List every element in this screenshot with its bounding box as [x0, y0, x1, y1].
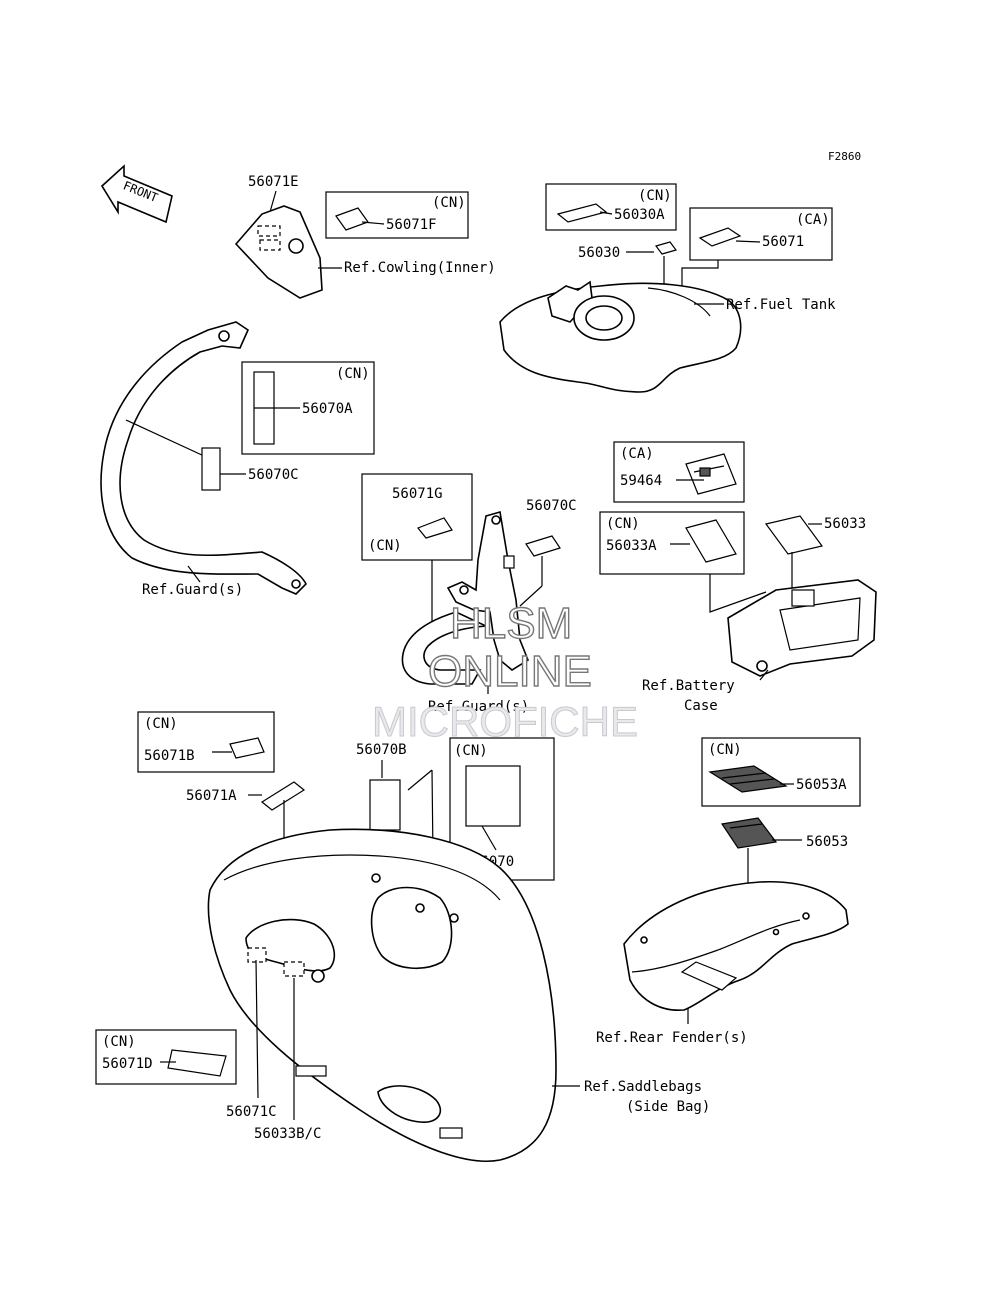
ref-saddlebags-line1: Ref.Saddlebags — [584, 1079, 702, 1095]
cn-tag-56070A: (CN) — [336, 366, 370, 382]
callout-box-56071 — [689, 207, 833, 261]
part-number-59464: 59464 — [620, 473, 662, 489]
watermark-line2: ONLINE — [428, 647, 592, 696]
ca-tag-56071: (CA) — [796, 212, 830, 228]
ref-guard-mid: Ref.Guard(s) — [428, 699, 529, 715]
callout-box-56070A — [241, 361, 375, 455]
callout-box-56071G — [361, 473, 473, 561]
part-number-56071E: 56071E — [248, 174, 299, 190]
part-number-56033A: 56033A — [606, 538, 657, 554]
callout-box-59464 — [613, 441, 745, 503]
part-number-56053: 56053 — [806, 834, 848, 850]
part-number-56033BC: 56033B/C — [254, 1126, 321, 1142]
part-number-56070C-mid: 56070C — [526, 498, 577, 514]
rear-fender-part — [623, 880, 849, 1011]
part-number-56071G: 56071G — [392, 486, 443, 502]
cn-tag-56071G: (CN) — [368, 538, 402, 554]
part-number-56030A: 56030A — [614, 207, 665, 223]
part-number-56033: 56033 — [824, 516, 866, 532]
cn-tag-56053A: (CN) — [708, 742, 742, 758]
ca-tag-59464: (CA) — [620, 446, 654, 462]
front-arrow-icon: FRONT — [100, 164, 173, 224]
part-number-56070C-left: 56070C — [248, 467, 299, 483]
callout-box-56030A — [545, 183, 677, 231]
callout-box-56071D — [95, 1029, 237, 1085]
part-number-56030: 56030 — [578, 245, 620, 261]
figure-code: F2860 — [828, 150, 861, 163]
battery-case-part — [727, 579, 877, 677]
part-number-56070A: 56070A — [302, 401, 353, 417]
callout-box-56071F — [325, 191, 469, 239]
ref-saddlebags-line2: (Side Bag) — [626, 1099, 710, 1115]
part-number-56071D: 56071D — [102, 1056, 153, 1072]
part-number-56071B: 56071B — [144, 748, 195, 764]
part-number-56071A: 56071A — [186, 788, 237, 804]
part-number-56071F: 56071F — [386, 217, 437, 233]
part-number-56071: 56071 — [762, 234, 804, 250]
cn-tag-56071F: (CN) — [432, 195, 466, 211]
ref-fuel-tank: Ref.Fuel Tank — [726, 297, 836, 313]
callout-box-56071B — [137, 711, 275, 773]
saddlebag-part — [207, 828, 557, 1162]
watermark-line1: HLSM — [450, 599, 572, 648]
callout-box-56033A — [599, 511, 745, 575]
part-number-56071C: 56071C — [226, 1104, 277, 1120]
ref-battery-case-line2: Case — [684, 698, 718, 714]
part-number-56053A: 56053A — [796, 777, 847, 793]
ref-cowling-inner: Ref.Cowling(Inner) — [344, 260, 496, 276]
part-number-56070B: 56070B — [356, 742, 407, 758]
guard-left-part — [100, 321, 307, 595]
cn-tag-56030A: (CN) — [638, 188, 672, 204]
cn-tag-56070: (CN) — [454, 743, 488, 759]
callout-box-56053A — [701, 737, 861, 807]
ref-rear-fender: Ref.Rear Fender(s) — [596, 1030, 748, 1046]
cn-tag-56071D: (CN) — [102, 1034, 136, 1050]
cowling-inner-part — [234, 205, 323, 299]
cn-tag-56071B: (CN) — [144, 716, 178, 732]
cn-tag-56033A: (CN) — [606, 516, 640, 532]
ref-battery-case-line1: Ref.Battery — [642, 678, 735, 694]
ref-guard-left: Ref.Guard(s) — [142, 582, 243, 598]
